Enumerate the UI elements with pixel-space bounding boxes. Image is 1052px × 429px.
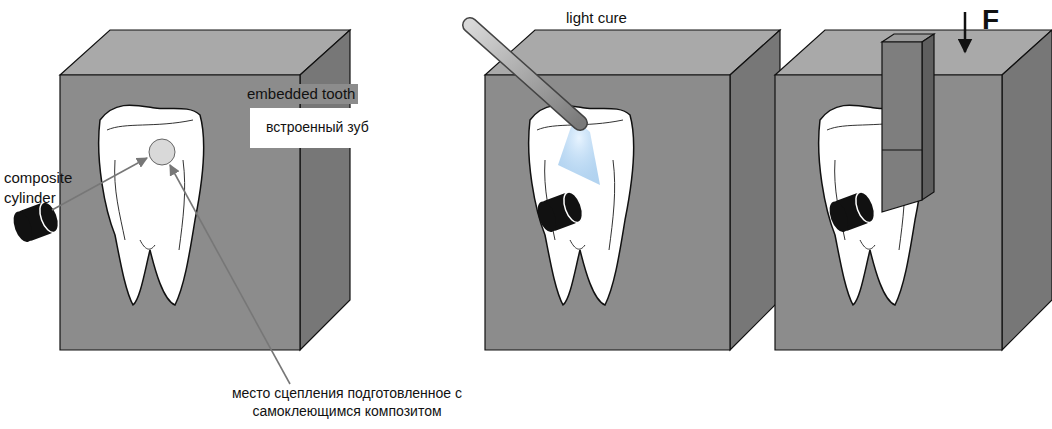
part-label: embedded tooth [244,84,358,104]
force-label: F [982,2,999,38]
embedding-block [60,30,350,350]
part-label: light cure [566,8,627,28]
light-cure-wand [470,25,580,123]
force-arrow [964,12,967,52]
composite-cylinder [10,199,62,244]
leader-arrow [170,165,290,384]
composite-cylinder [534,189,586,234]
embedding-block [775,30,1052,350]
shear-blade [882,34,934,212]
light-cure-wand [470,25,580,123]
bonding-site [149,139,175,165]
part-label: composite cylinder [4,168,88,207]
label-box: встроенный зуб [250,108,387,148]
composite-cylinder [826,189,878,234]
tooth [99,105,204,305]
tooth [529,105,634,305]
box-text: встроенный зуб [266,119,371,135]
caption-note: место сцепления подготовленное с самокле… [212,384,482,420]
